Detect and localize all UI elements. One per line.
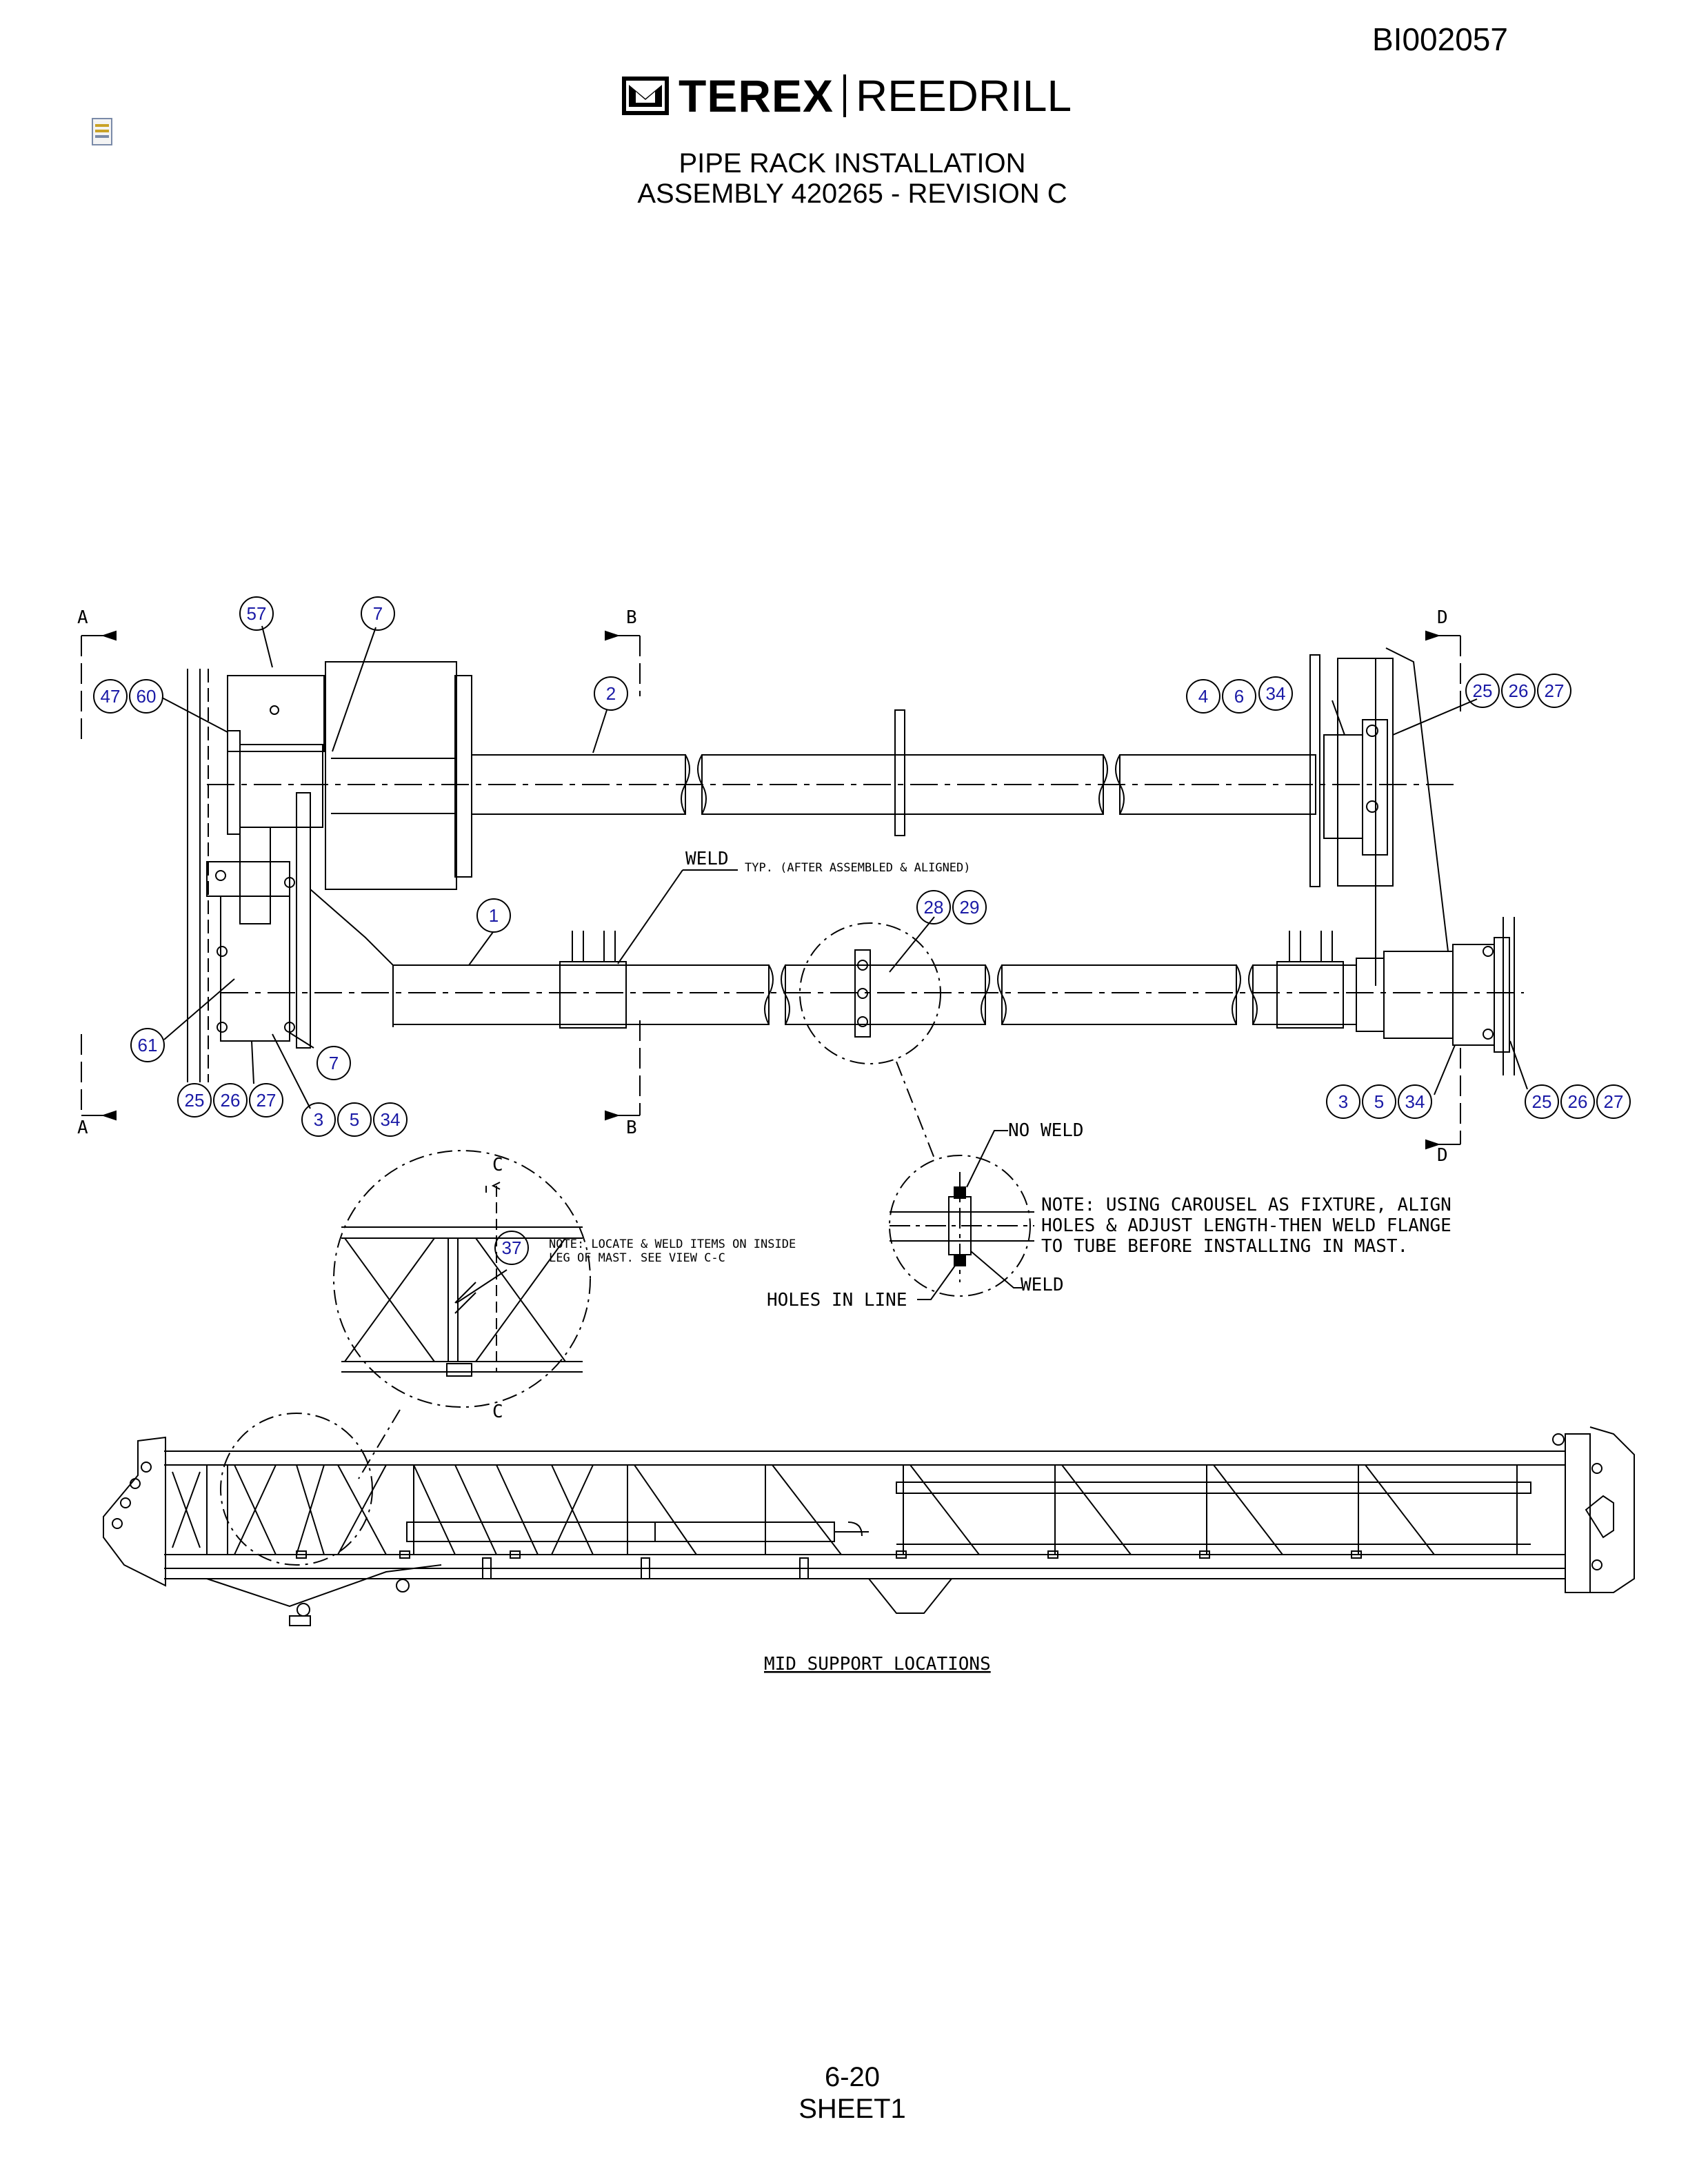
weld-label-2: WELD	[1021, 1275, 1064, 1295]
weld-typ-note: TYP. (AFTER ASSEMBLED & ALIGNED)	[745, 861, 971, 875]
balloon-4: 4	[1198, 686, 1208, 707]
section-label-b-bottom: B	[626, 1118, 637, 1138]
align-note-line2: HOLES & ADJUST LENGTH-THEN WELD FLANGE	[1041, 1215, 1451, 1236]
lower-pipe-rack-assembly	[221, 889, 1524, 1159]
balloon-5-left: 5	[350, 1109, 359, 1130]
balloon-25-top: 25	[1473, 680, 1493, 701]
logo-divider	[843, 74, 847, 117]
balloon-34-top: 34	[1266, 683, 1286, 704]
drawing-subtitle: ASSEMBLY 420265 - REVISION C	[637, 179, 1067, 209]
balloon-61: 61	[138, 1035, 158, 1055]
attachment-file-icon[interactable]	[90, 117, 117, 148]
weld-label: WELD	[685, 849, 729, 869]
sheet-label: SHEET1	[798, 2094, 906, 2124]
align-note-line1: NOTE: USING CAROUSEL AS FIXTURE, ALIGN	[1041, 1195, 1451, 1215]
balloon-60: 60	[137, 686, 157, 707]
page-number: 6-20	[824, 2062, 881, 2092]
balloon-27-left: 27	[257, 1090, 277, 1111]
section-label-b-top: B	[626, 607, 637, 628]
section-label-d-bottom: D	[1437, 1145, 1448, 1166]
balloon-3-left: 3	[314, 1109, 323, 1130]
balloon-3-right: 3	[1338, 1091, 1348, 1112]
balloon-26-left: 26	[221, 1090, 241, 1111]
logo-product: REEDRILL	[856, 71, 1072, 121]
balloon-29: 29	[960, 897, 980, 918]
section-marker-b-top	[605, 630, 641, 696]
terex-crown-icon	[622, 77, 669, 115]
drawing-title: PIPE RACK INSTALLATION	[679, 148, 1026, 179]
section-label-d-top: D	[1437, 607, 1448, 628]
logo-brand: TEREX	[679, 70, 834, 121]
balloon-6: 6	[1234, 686, 1244, 707]
balloon-34-right: 34	[1405, 1091, 1425, 1112]
balloon-27-right: 27	[1604, 1091, 1624, 1112]
align-note-line3: TO TUBE BEFORE INSTALLING IN MAST.	[1041, 1236, 1408, 1257]
upper-pipe-rack-assembly	[187, 647, 1455, 1082]
balloon-27-top: 27	[1545, 680, 1565, 701]
section-marker-d-bottom	[1425, 1048, 1461, 1150]
balloon-7-bottom: 7	[329, 1053, 339, 1073]
holes-in-line-label: HOLES IN LINE	[767, 1290, 907, 1311]
balloon-34-left: 34	[381, 1109, 401, 1130]
balloon-47: 47	[101, 686, 121, 707]
mid-support-locations-label: MID SUPPORT LOCATIONS	[764, 1654, 991, 1675]
balloon-26-top: 26	[1509, 680, 1529, 701]
balloon-25-left: 25	[185, 1090, 205, 1111]
balloon-5-right: 5	[1374, 1091, 1384, 1112]
locate-note-line1: NOTE: LOCATE & WELD ITEMS ON INSIDE	[549, 1237, 796, 1251]
balloon-37: 37	[502, 1237, 522, 1258]
no-weld-label: NO WELD	[1008, 1120, 1084, 1141]
balloon-57: 57	[247, 603, 267, 624]
balloon-25-right: 25	[1532, 1091, 1552, 1112]
section-marker-d-top	[1425, 630, 1461, 717]
section-label-a-top: A	[77, 607, 88, 628]
locate-note-line2: LEG OF MAST. SEE VIEW C-C	[549, 1251, 725, 1265]
balloon-1: 1	[489, 905, 499, 926]
balloon-leaders	[161, 625, 1528, 1304]
detail-view-c-c	[333, 1150, 591, 1479]
section-label-c-top: C	[492, 1155, 503, 1175]
section-label-a-bottom: A	[77, 1118, 88, 1138]
mast-elevation-view	[103, 1413, 1635, 1626]
part-balloons	[93, 596, 1631, 1265]
flange-detail-view	[889, 1130, 1034, 1300]
document-id: BI002057	[1372, 21, 1508, 57]
balloon-2: 2	[606, 683, 616, 704]
section-label-c-bottom: C	[492, 1402, 503, 1422]
section-marker-a-top	[81, 630, 117, 745]
terex-reedrill-logo: TEREX REEDRILL	[622, 70, 1072, 121]
section-marker-b-bottom	[605, 1020, 641, 1121]
section-marker-a-bottom	[81, 1034, 117, 1121]
balloon-26-right: 26	[1568, 1091, 1588, 1112]
balloon-28: 28	[924, 897, 944, 918]
balloon-7-top: 7	[373, 603, 383, 624]
